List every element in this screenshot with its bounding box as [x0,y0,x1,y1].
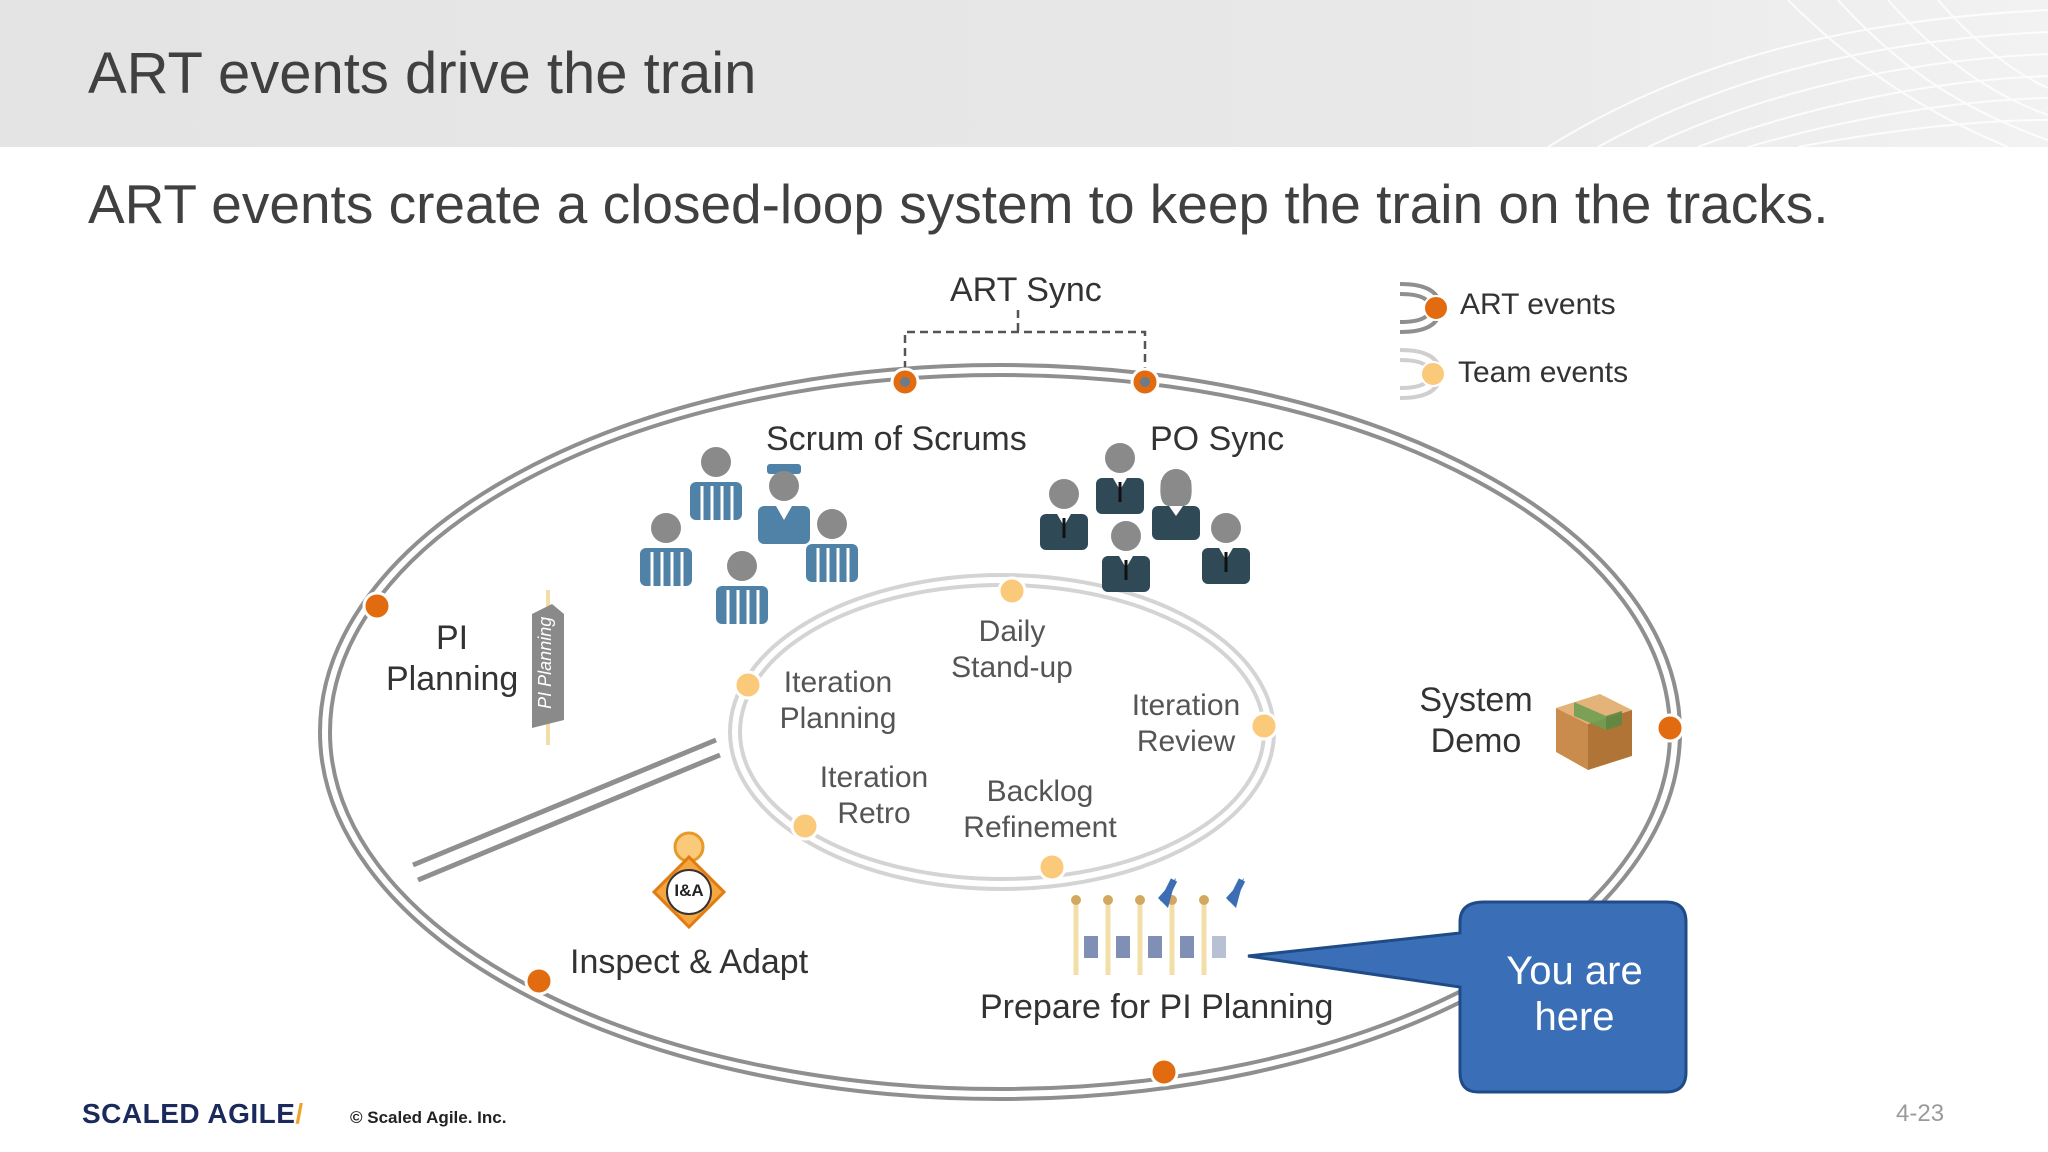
pi-planning-sign-icon [532,590,564,745]
pi-planning-dot [362,591,392,621]
backlog-refinement-dot [1037,852,1067,882]
iteration-retro-label: Iteration Retro [819,761,929,830]
scrum-of-scrums-people-icon [640,447,858,624]
scrum-of-scrums-label: Scrum of Scrums [766,420,1027,458]
iteration-retro-dot [790,811,820,841]
team-event-markers [733,576,1279,882]
daily-standup-dot [997,576,1027,606]
inspect-adapt-label: Inspect & Adapt [570,943,809,981]
iteration-planning-label: Iteration Planning [779,666,897,735]
page-number: 4-23 [1896,1100,1945,1127]
inspect-adapt-badge-icon [651,831,727,930]
iteration-planning-dot [733,670,763,700]
iteration-review-dot [1249,711,1279,741]
legend-art-events-label: ART events [1460,288,1616,321]
slide-title: ART events drive the train [88,41,757,106]
copyright-text: © Scaled Agile. Inc. [350,1108,507,1127]
legend [1399,282,1449,400]
slide-subtitle: ART events create a closed-loop system t… [88,173,1829,235]
spur-track [412,737,721,883]
pi-planning-label: PI Planning [386,619,519,698]
prepare-pi-planning-board-icon [1071,878,1246,975]
inspect-adapt-dot [524,966,554,996]
prepare-pi-planning-label: Prepare for PI Planning [980,988,1334,1026]
inspect-adapt-badge-label: I&A [674,881,704,900]
system-demo-label: System Demo [1419,681,1533,760]
header-band [0,0,2048,147]
daily-standup-label: Daily Stand-up [951,615,1073,684]
po-sync-people-icon [1040,443,1250,592]
backlog-refinement-label: Backlog Refinement [963,775,1117,844]
po-sync-label: PO Sync [1150,420,1285,458]
legend-team-events-label: Team events [1458,356,1629,389]
you-are-here-callout [1247,900,1688,1094]
you-are-here-text: You are here [1506,949,1643,1039]
system-demo-box-icon [1556,694,1632,770]
art-sync-label: ART Sync [950,271,1102,309]
prepare-pi-planning-dot [1149,1057,1179,1087]
header-wave-decoration [1547,0,2048,147]
pi-planning-sign-label: PI Planning [535,616,556,709]
system-demo-dot [1655,713,1685,743]
art-event-markers [362,367,1685,1087]
art-sync-bracket [903,310,1147,382]
scaled-agile-logo: SCALED AGILE/ [82,1098,304,1129]
iteration-review-label: Iteration Review [1131,689,1241,758]
